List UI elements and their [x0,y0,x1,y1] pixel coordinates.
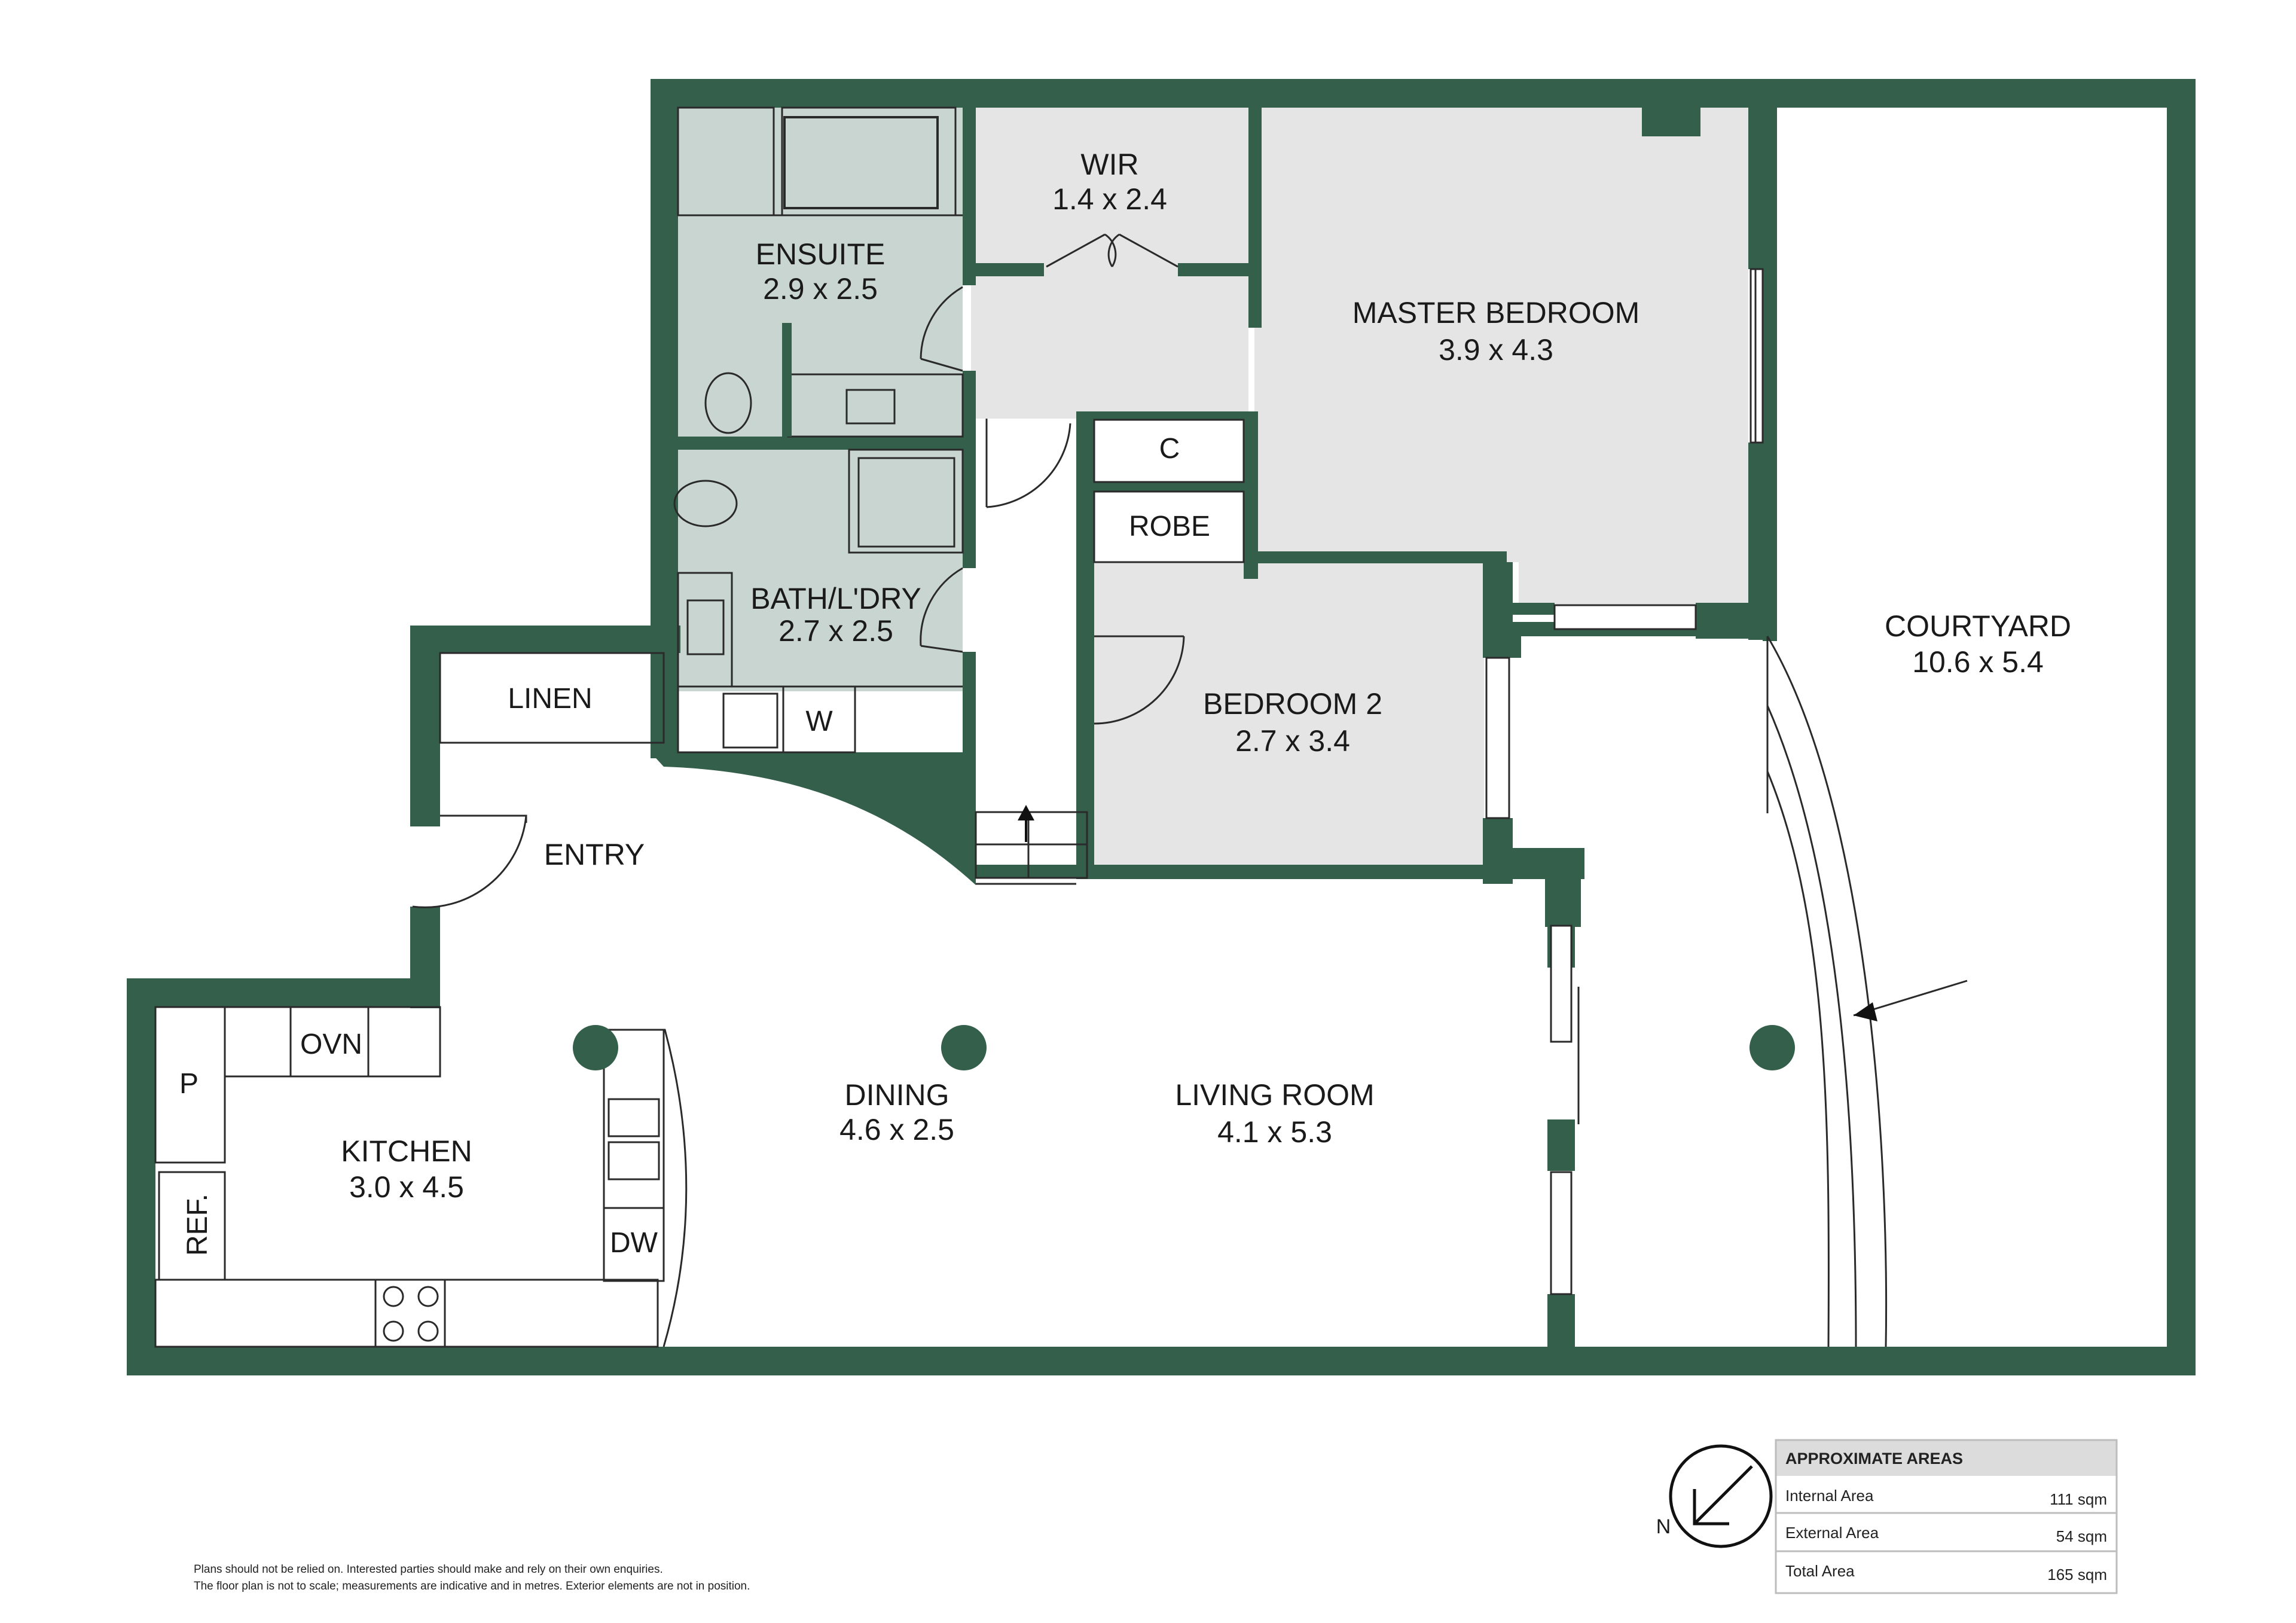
walls [127,79,2196,1375]
bath-floor [678,450,963,691]
areas-table-title: APPROXIMATE AREAS [1785,1450,1963,1468]
dining-dims: 4.6 x 2.5 [839,1113,954,1146]
disclaimer: Plans should not be relied on. Intereste… [194,1563,750,1593]
column [1750,1025,1795,1070]
wir-name: WIR [1080,148,1138,181]
internal-lines [154,106,1968,1348]
ensuite-floor [678,108,963,437]
external-area-value: 54 sqm [2056,1527,2107,1545]
column [941,1025,987,1070]
disclaimer-line-1: Plans should not be relied on. Intereste… [194,1563,663,1576]
bedroom-2-name: BEDROOM 2 [1203,687,1382,721]
living-room-name: LIVING ROOM [1175,1078,1374,1112]
linen-label: LINEN [508,683,592,715]
robe-label: ROBE [1129,511,1210,542]
internal-area-value: 111 sqm [2050,1490,2107,1508]
fridge-label: REF. [182,1194,213,1256]
courtyard-name: COURTYARD [1885,609,2071,643]
dining-name: DINING [845,1078,949,1112]
wir-dims: 1.4 x 2.4 [1052,182,1167,216]
kitchen-dims: 3.0 x 4.5 [349,1170,464,1204]
kitchen-name: KITCHEN [341,1134,472,1168]
column [573,1025,618,1070]
room-labels: WIR 1.4 x 2.4 ENSUITE 2.9 x 2.5 MASTER B… [179,148,2071,1259]
columns [573,1025,1795,1070]
bedroom-2-floor [1094,562,1484,865]
living-room-dims: 4.1 x 5.3 [1217,1115,1332,1149]
master-bedroom-floor [1254,108,1748,609]
courtyard-dims: 10.6 x 5.4 [1912,645,2044,679]
north-arrow-icon: N [1656,1444,1773,1548]
internal-area-label: Internal Area [1785,1487,1874,1505]
cupboard-label: C [1159,433,1180,465]
bedroom-2-dims: 2.7 x 3.4 [1235,724,1350,758]
dishwasher-label: DW [610,1227,658,1259]
disclaimer-line-2: The floor plan is not to scale; measurem… [194,1580,750,1593]
stair-arrow-icon [1018,805,1034,842]
north-letter: N [1656,1515,1671,1538]
pantry-label: P [179,1068,199,1100]
oven-label: OVN [300,1029,362,1060]
washer-label: W [805,706,833,737]
total-area-value: 165 sqm [2047,1566,2107,1584]
master-bedroom-name: MASTER BEDROOM [1352,296,1640,330]
entry-name: ENTRY [544,838,645,871]
bath-laundry-name: BATH/L'DRY [750,582,921,615]
room-fills [678,108,1748,865]
ensuite-dims: 2.9 x 2.5 [763,272,878,306]
approximate-areas-table: APPROXIMATE AREAS Internal Area 111 sqm … [1775,1439,2118,1594]
courtyard-arrow-icon [1854,1002,1877,1021]
master-bedroom-dims: 3.9 x 4.3 [1439,333,1553,367]
ensuite-name: ENSUITE [756,237,886,271]
external-area-label: External Area [1785,1524,1879,1542]
total-area-label: Total Area [1785,1562,1855,1580]
bath-laundry-dims: 2.7 x 2.5 [778,614,893,648]
